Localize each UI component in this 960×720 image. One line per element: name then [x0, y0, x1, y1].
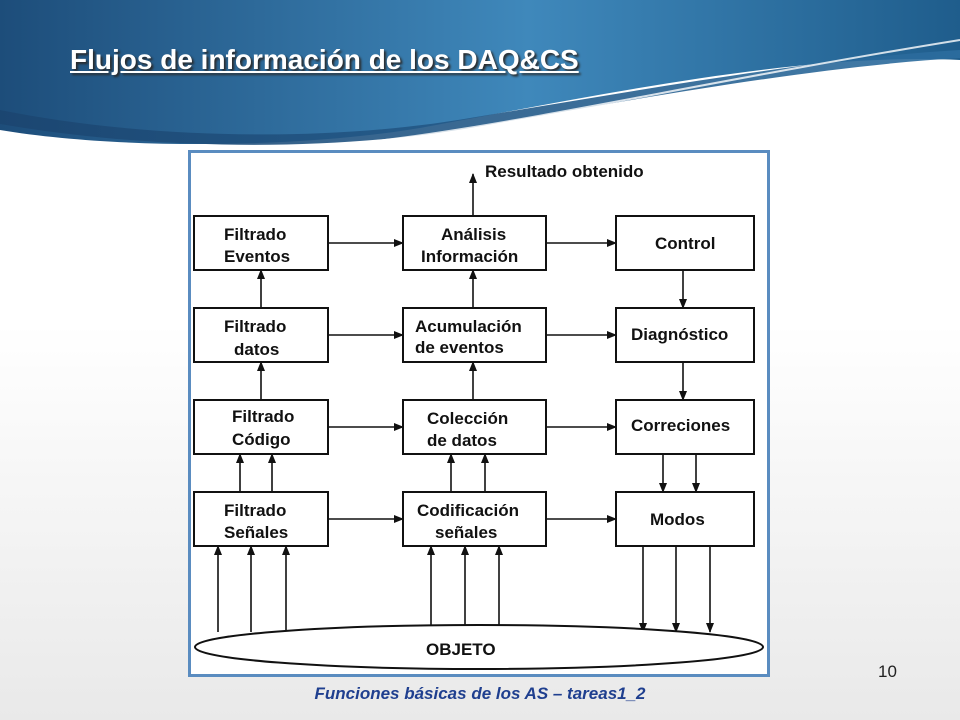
- block-filtrado-datos: Filtrado datos: [193, 307, 329, 363]
- block-codificacion-senales: Codificación señales: [402, 491, 547, 547]
- object-ellipse: OBJETO: [194, 624, 764, 670]
- result-label: Resultado obtenido: [485, 162, 644, 181]
- block-filtrado-senales-line1: Filtrado: [224, 501, 286, 520]
- block-filtrado-datos-line1: Filtrado: [224, 317, 286, 336]
- block-codificacion-line1: Codificación: [417, 501, 519, 520]
- block-acumulacion-eventos: Acumulación de eventos: [402, 307, 547, 363]
- object-label: OBJETO: [426, 640, 496, 659]
- block-control: Control: [615, 215, 755, 271]
- block-analisis-line1: Análisis: [441, 225, 506, 244]
- block-modos: Modos: [615, 491, 755, 547]
- block-coleccion-datos: Colección de datos: [402, 399, 547, 455]
- block-analisis-informacion: Análisis Información: [402, 215, 547, 271]
- block-correciones: Correciones: [615, 399, 755, 455]
- slide-title: Flujos de información de los DAQ&CS: [70, 44, 579, 75]
- block-filtrado-senales: Filtrado Señales: [193, 491, 329, 547]
- page-number: 10: [878, 662, 897, 681]
- block-coleccion-line1: Colección: [427, 409, 508, 428]
- block-acumulacion-line2: de eventos: [415, 338, 504, 357]
- block-diagnostico-label: Diagnóstico: [631, 325, 728, 344]
- block-correciones-label: Correciones: [631, 416, 730, 435]
- block-filtrado-eventos-line1: Filtrado: [224, 225, 286, 244]
- block-filtrado-eventos: Filtrado Eventos: [193, 215, 329, 271]
- connectors: [214, 173, 714, 633]
- block-coleccion-line2: de datos: [427, 431, 497, 450]
- header-banner: [0, 0, 960, 151]
- block-diagnostico: Diagnóstico: [615, 307, 755, 363]
- block-modos-label: Modos: [650, 510, 705, 529]
- block-control-label: Control: [655, 234, 715, 253]
- block-filtrado-codigo-line2: Código: [232, 430, 291, 449]
- block-filtrado-codigo-line1: Filtrado: [232, 407, 294, 426]
- block-acumulacion-line1: Acumulación: [415, 317, 522, 336]
- block-filtrado-datos-line2: datos: [234, 340, 279, 359]
- block-filtrado-senales-line2: Señales: [224, 523, 288, 542]
- block-filtrado-codigo: Filtrado Código: [193, 399, 329, 455]
- slide-footer: Funciones básicas de los AS – tareas1_2: [314, 684, 646, 703]
- block-filtrado-eventos-line2: Eventos: [224, 247, 290, 266]
- block-analisis-line2: Información: [421, 247, 518, 266]
- information-flow-diagram: Resultado obtenido Filtrado Eventos Filt…: [193, 162, 764, 670]
- block-codificacion-line2: señales: [435, 523, 497, 542]
